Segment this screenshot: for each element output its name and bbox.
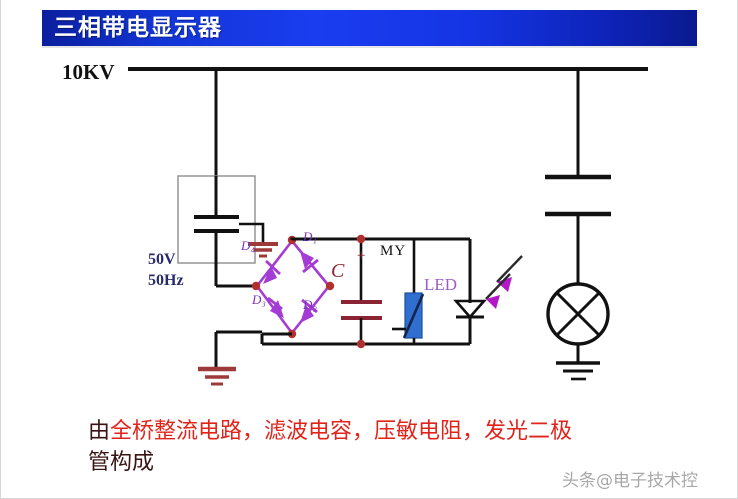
caption-prefix: 由 (88, 419, 111, 444)
cap-node-top (356, 234, 366, 244)
bridge-node-left (251, 281, 261, 291)
led-indicator (453, 239, 523, 344)
label-diode-d2: D₂ (303, 297, 317, 312)
bridge-ac-left-wire (214, 263, 257, 288)
circuit-schematic (128, 67, 648, 386)
divider-earth-tap (239, 222, 265, 242)
label-diode-d3: D₃ (252, 292, 266, 307)
dc-negative-rail (260, 332, 470, 346)
indicator-lamp (546, 282, 610, 346)
filter-capacitor (341, 234, 382, 349)
ground-symbol-lamp (556, 361, 600, 381)
label-source-voltage: 50V (148, 251, 176, 268)
dc-positive-rail (290, 237, 470, 241)
title-bar (42, 10, 697, 46)
frame-border-left (0, 0, 1, 499)
diode-d4 (263, 259, 281, 284)
caption-suffix: 管构成 (88, 450, 155, 475)
bridge-rectifier (251, 235, 335, 339)
source-earth-wire (214, 330, 262, 368)
diode-d3 (267, 296, 284, 318)
label-10kv: 10KV (62, 60, 115, 84)
cap-node-bottom (356, 339, 366, 349)
label-capacitor-polarity: + (357, 248, 366, 264)
label-led: LED (424, 275, 458, 294)
right-capacitor (545, 174, 611, 284)
ground-symbol-divider (248, 242, 278, 258)
label-diode-d1: D₁ (303, 229, 317, 244)
bridge-node-right (325, 281, 335, 291)
label-source-frequency: 50Hz (148, 272, 184, 289)
caption: 由全桥整流电路，滤波电容，压敏电阻，发光二极管构成 (88, 416, 688, 478)
label-varistor: MY (380, 243, 407, 259)
footer-watermark: 头条@电子技术控 (562, 471, 698, 491)
diode-d1 (300, 251, 319, 274)
label-capacitor: C (331, 260, 345, 282)
page-title: 三相带电显示器 (54, 15, 222, 41)
label-diode-d4: D₄ (241, 238, 255, 253)
led-emission-arrows (485, 255, 523, 309)
divider-capacitor-upper (194, 176, 239, 233)
diode-d2 (300, 298, 318, 323)
right-branch (545, 69, 611, 381)
ground-symbol-source (198, 366, 236, 386)
caption-highlight: 全桥整流电路，滤波电容，压敏电阻，发光二极 (110, 419, 573, 444)
varistor-my (392, 239, 425, 344)
